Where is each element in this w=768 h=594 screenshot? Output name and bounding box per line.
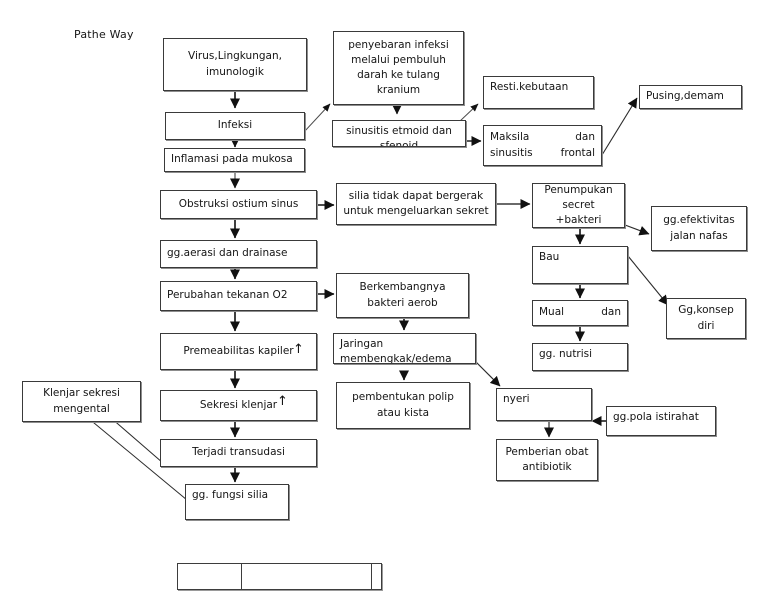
node-label: gg.pola istirahat: [613, 411, 699, 423]
node-gg-aerasi-dan-drainase[interactable]: gg.aerasi dan drainase: [160, 240, 317, 268]
node-pembentukan-polip-atau-kista[interactable]: pembentukan polip atau kista: [336, 382, 470, 429]
node-label: Pemberian obat antibiotik: [505, 445, 589, 473]
node-label: Gg,konsep diri: [678, 304, 734, 332]
node-label: gg. nutrisi: [539, 348, 593, 360]
node-silia-tidak-dapat-bergerak[interactable]: silia tidak dapat bergerak untuk mengelu…: [336, 183, 496, 225]
node-label: silia tidak dapat bergerak untuk mengelu…: [343, 189, 489, 217]
node-label: Bau: [539, 251, 560, 263]
node-maksila-sinusitis-frontal[interactable]: Maksila dan sinusitis frontal: [483, 125, 602, 166]
node-premeabilitas-kapiler[interactable]: Premeabilitas kapiler: [160, 333, 317, 370]
node-bau[interactable]: Bau: [532, 246, 628, 284]
node-label: Obstruksi ostium sinus: [178, 197, 299, 210]
node-label: Virus,Lingkungan, imunologik: [188, 50, 282, 78]
node-label: penyebaran infeksi melalui pembuluh dara…: [348, 38, 449, 97]
node-gg-nutrisi[interactable]: gg. nutrisi: [532, 343, 628, 371]
node-obstruksi-ostium-sinus[interactable]: Obstruksi ostium sinus: [160, 190, 317, 219]
node-penumpukan-secret-bakteri[interactable]: Penumpukan secret +bakteri: [532, 183, 625, 228]
node-sinusitis-etmoid-sfenoid[interactable]: sinusitis etmoid dan sfenoid: [332, 120, 466, 147]
node-gg-efektivitas-jalan-nafas[interactable]: gg.efektivitas jalan nafas: [651, 206, 747, 251]
node-label: Pusing,demam: [646, 90, 724, 102]
node-gg-fungsi-silia[interactable]: gg. fungsi silia: [185, 484, 289, 520]
node-label: nyeri: [503, 393, 530, 405]
footer-table-cell[interactable]: [372, 564, 381, 589]
node-label: Perubahan tekanan O2: [167, 289, 288, 302]
node-label: Sekresi klenjar: [199, 398, 278, 411]
node-klenjar-sekresi-mengental[interactable]: Klenjar sekresi mengental: [22, 381, 141, 422]
node-label: gg.efektivitas jalan nafas: [663, 214, 735, 242]
diagram-title: Pathe Way: [74, 28, 134, 41]
node-gg-konsep-diri[interactable]: Gg,konsep diri: [666, 298, 746, 339]
increase-arrow-icon: ↑: [293, 342, 304, 357]
node-sekresi-klenjar[interactable]: Sekresi klenjar: [160, 390, 317, 421]
footer-table-cell[interactable]: [178, 564, 243, 589]
node-label: gg. fungsi silia: [192, 489, 269, 501]
node-virus-lingkungan[interactable]: Virus,Lingkungan, imunologik: [163, 38, 307, 91]
footer-table-cell[interactable]: [242, 564, 373, 589]
node-perubahan-tekanan-o2[interactable]: Perubahan tekanan O2: [160, 281, 317, 311]
node-label: gg.aerasi dan drainase: [167, 247, 288, 260]
node-infeksi[interactable]: Infeksi: [165, 112, 305, 140]
node-label: Jaringan membengkak/edema: [340, 338, 452, 364]
node-label: Premeabilitas kapiler: [183, 344, 294, 357]
node-resti-kebutaan[interactable]: Resti.kebutaan: [483, 76, 594, 109]
node-nyeri[interactable]: nyeri: [496, 388, 592, 421]
increase-arrow-icon: ↑: [277, 394, 288, 409]
node-pemberian-obat-antibiotik[interactable]: Pemberian obat antibiotik: [496, 439, 598, 481]
node-label: Resti.kebutaan: [490, 81, 569, 93]
node-penyebaran-infeksi[interactable]: penyebaran infeksi melalui pembuluh dara…: [333, 31, 464, 105]
node-inflamasi-pada-mukosa[interactable]: Inflamasi pada mukosa: [164, 148, 305, 172]
node-terjadi-transudasi[interactable]: Terjadi transudasi: [160, 439, 317, 467]
node-label: Inflamasi pada mukosa: [171, 153, 293, 166]
node-label: Penumpukan secret +bakteri: [544, 183, 613, 227]
node-pusing-demam[interactable]: Pusing,demam: [639, 85, 742, 109]
node-gg-pola-istirahat[interactable]: gg.pola istirahat: [606, 406, 716, 436]
node-mual-dan[interactable]: Mual dan: [532, 300, 628, 326]
node-jaringan-membengkak-edema[interactable]: Jaringan membengkak/edema: [333, 333, 476, 364]
footer-table[interactable]: [177, 563, 382, 590]
node-label: Infeksi: [217, 119, 253, 132]
node-label: sinusitis etmoid dan sfenoid: [346, 125, 452, 147]
node-label: pembentukan polip atau kista: [352, 391, 454, 419]
node-label: Terjadi transudasi: [192, 446, 285, 459]
node-label: Maksila dan sinusitis frontal: [490, 131, 595, 159]
node-berkembangnya-bakteri-aerob[interactable]: Berkembangnya bakteri aerob: [336, 273, 469, 318]
node-label: Klenjar sekresi mengental: [43, 387, 120, 415]
node-label: Berkembangnya bakteri aerob: [359, 281, 446, 309]
node-label: Mual dan: [539, 306, 621, 319]
